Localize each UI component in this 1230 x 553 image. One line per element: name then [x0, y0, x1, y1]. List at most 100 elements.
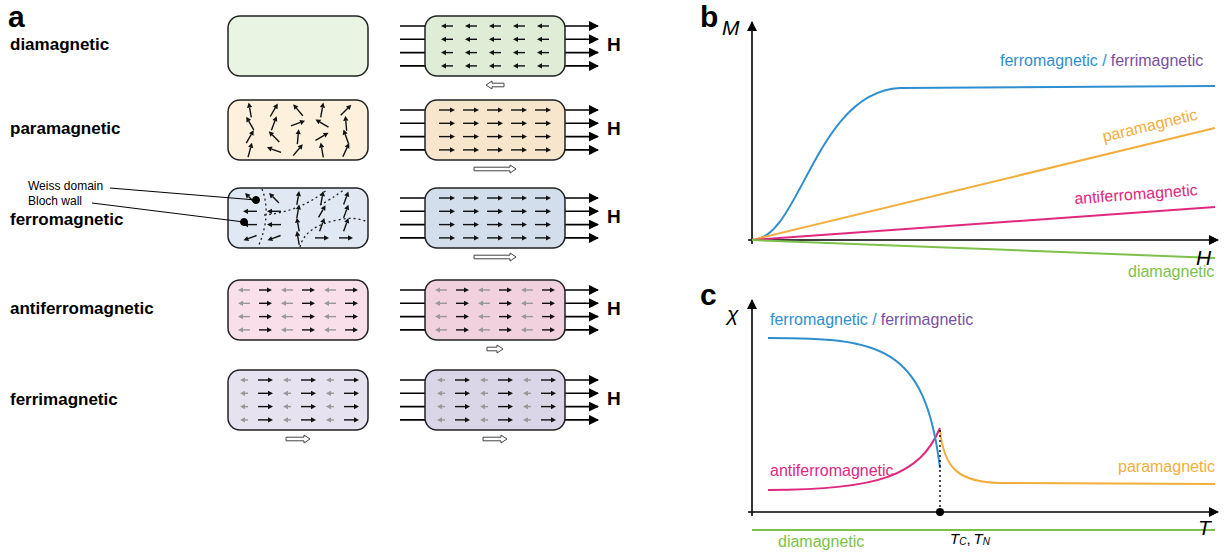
spin-head: [498, 147, 503, 152]
spin-head: [441, 50, 446, 55]
spin-head: [435, 314, 440, 319]
sample-box: [228, 370, 368, 430]
spin-shaft: [511, 211, 522, 212]
spin-head: [311, 417, 316, 422]
curve-label: ferromagnetic /: [1000, 52, 1107, 70]
field-symbol: H: [607, 118, 621, 140]
spin-head: [267, 301, 272, 306]
spin-shaft: [541, 419, 551, 420]
spin-shaft: [456, 329, 464, 330]
spin-shaft: [341, 108, 348, 115]
spin-head: [353, 314, 358, 319]
spin-head: [522, 134, 527, 139]
row-label: diamagnetic: [10, 35, 109, 55]
curve-label: diamagnetic: [778, 533, 864, 551]
spin-head: [240, 417, 245, 422]
spin-head: [546, 147, 551, 152]
spin-shaft: [494, 52, 501, 53]
spin-head: [246, 117, 251, 123]
spin-head: [281, 314, 286, 319]
spin-shaft: [288, 419, 291, 420]
spin-head: [326, 391, 331, 396]
spin-head: [523, 404, 528, 409]
spin-head: [238, 327, 243, 332]
spin-shaft: [321, 108, 323, 118]
sample-box: [425, 188, 565, 248]
magnetization-arrow: [474, 253, 516, 261]
curve-label: ferrimagnetic: [1111, 52, 1203, 70]
spin-head: [480, 404, 485, 409]
spin-head: [550, 314, 555, 319]
spin-head: [323, 133, 329, 138]
spin-head: [435, 287, 440, 292]
sample-boxes: [228, 16, 565, 443]
spin-shaft: [542, 289, 550, 290]
spin-shaft: [487, 224, 498, 225]
spin-head: [474, 134, 479, 139]
spin-head: [550, 287, 555, 292]
spin-head: [437, 391, 442, 396]
magnetization-arrow: [474, 165, 516, 173]
spin-head: [450, 107, 455, 112]
spin-shaft: [272, 236, 280, 239]
leader-line: [110, 188, 256, 200]
spin-shaft: [272, 224, 281, 225]
spin-head: [546, 195, 551, 200]
spin-shaft: [446, 25, 453, 26]
spin-head: [437, 417, 442, 422]
spin-shaft: [439, 197, 450, 198]
spin-head: [474, 235, 479, 240]
spin-head: [238, 314, 243, 319]
spin-shaft: [483, 303, 490, 304]
curve-label: paramagnetic: [1118, 458, 1215, 476]
spin-head: [523, 391, 528, 396]
spin-shaft: [302, 289, 310, 290]
spin-head: [344, 205, 349, 211]
spin-shaft: [345, 121, 347, 131]
spin-shaft: [483, 289, 490, 290]
spin-head: [523, 417, 528, 422]
spin-head: [441, 63, 446, 68]
spin-head: [295, 218, 300, 223]
spin-shaft: [258, 419, 268, 420]
spin-shaft: [258, 393, 268, 394]
spin-head: [324, 235, 329, 240]
curve-label: ferrimagnetic: [881, 311, 973, 329]
spin-shaft: [286, 289, 293, 290]
y-axis: [751, 300, 753, 516]
chart-b: [748, 22, 1218, 258]
spin-head: [283, 377, 288, 382]
spin-head: [523, 377, 528, 382]
spin-head: [522, 209, 527, 214]
spin-head: [465, 23, 470, 28]
spin-shaft: [345, 329, 353, 330]
sample-box: [228, 100, 368, 160]
field-symbol: H: [607, 206, 621, 228]
callout-label: Weiss domain: [28, 180, 103, 194]
magnetization-arrow: [483, 435, 507, 443]
antiferro-line: [752, 207, 1215, 240]
spin-head: [507, 287, 512, 292]
spin-shaft: [245, 419, 248, 420]
spin-head: [546, 209, 551, 214]
spin-head: [489, 50, 494, 55]
spin-head: [507, 314, 512, 319]
spin-shaft: [542, 329, 550, 330]
spin-head: [450, 147, 455, 152]
spin-head: [238, 287, 243, 292]
spin-head: [295, 231, 300, 236]
spin-head: [324, 314, 329, 319]
panel-letter: b: [700, 0, 718, 35]
spin-head: [521, 327, 526, 332]
spin-shaft: [439, 149, 450, 150]
spin-shaft: [518, 52, 525, 53]
spin-shaft: [259, 303, 267, 304]
spin-shaft: [494, 65, 501, 66]
field-symbol: H: [607, 34, 621, 56]
magnetization-arrow: [486, 81, 504, 89]
spin-head: [353, 287, 358, 292]
spin-shaft: [442, 393, 445, 394]
transition-line: [939, 430, 940, 512]
row-label: ferrimagnetic: [10, 390, 118, 410]
spin-shaft: [463, 237, 474, 238]
